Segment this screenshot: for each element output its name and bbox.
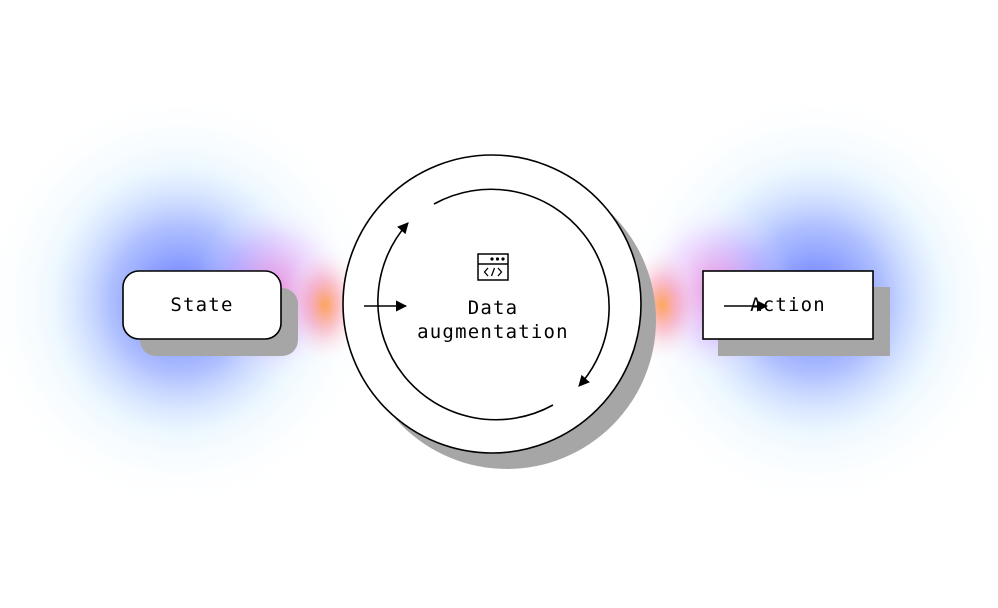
cycle-arc-top (433, 188, 610, 387)
action-node-label: Action (750, 294, 826, 316)
action-node-box (702, 270, 874, 340)
action-node: Action (702, 270, 890, 356)
state-node-box (122, 270, 282, 340)
state-node: State (122, 270, 298, 356)
process-node-outer-circle (342, 154, 642, 454)
process-node-label-line2: augmentation (417, 321, 569, 343)
process-node-label-line1: Data (468, 297, 519, 319)
code-window-icon (477, 253, 509, 281)
process-node: Data augmentation (342, 154, 656, 469)
state-node-label: State (170, 294, 233, 316)
cycle-arc-bottom (377, 222, 554, 421)
